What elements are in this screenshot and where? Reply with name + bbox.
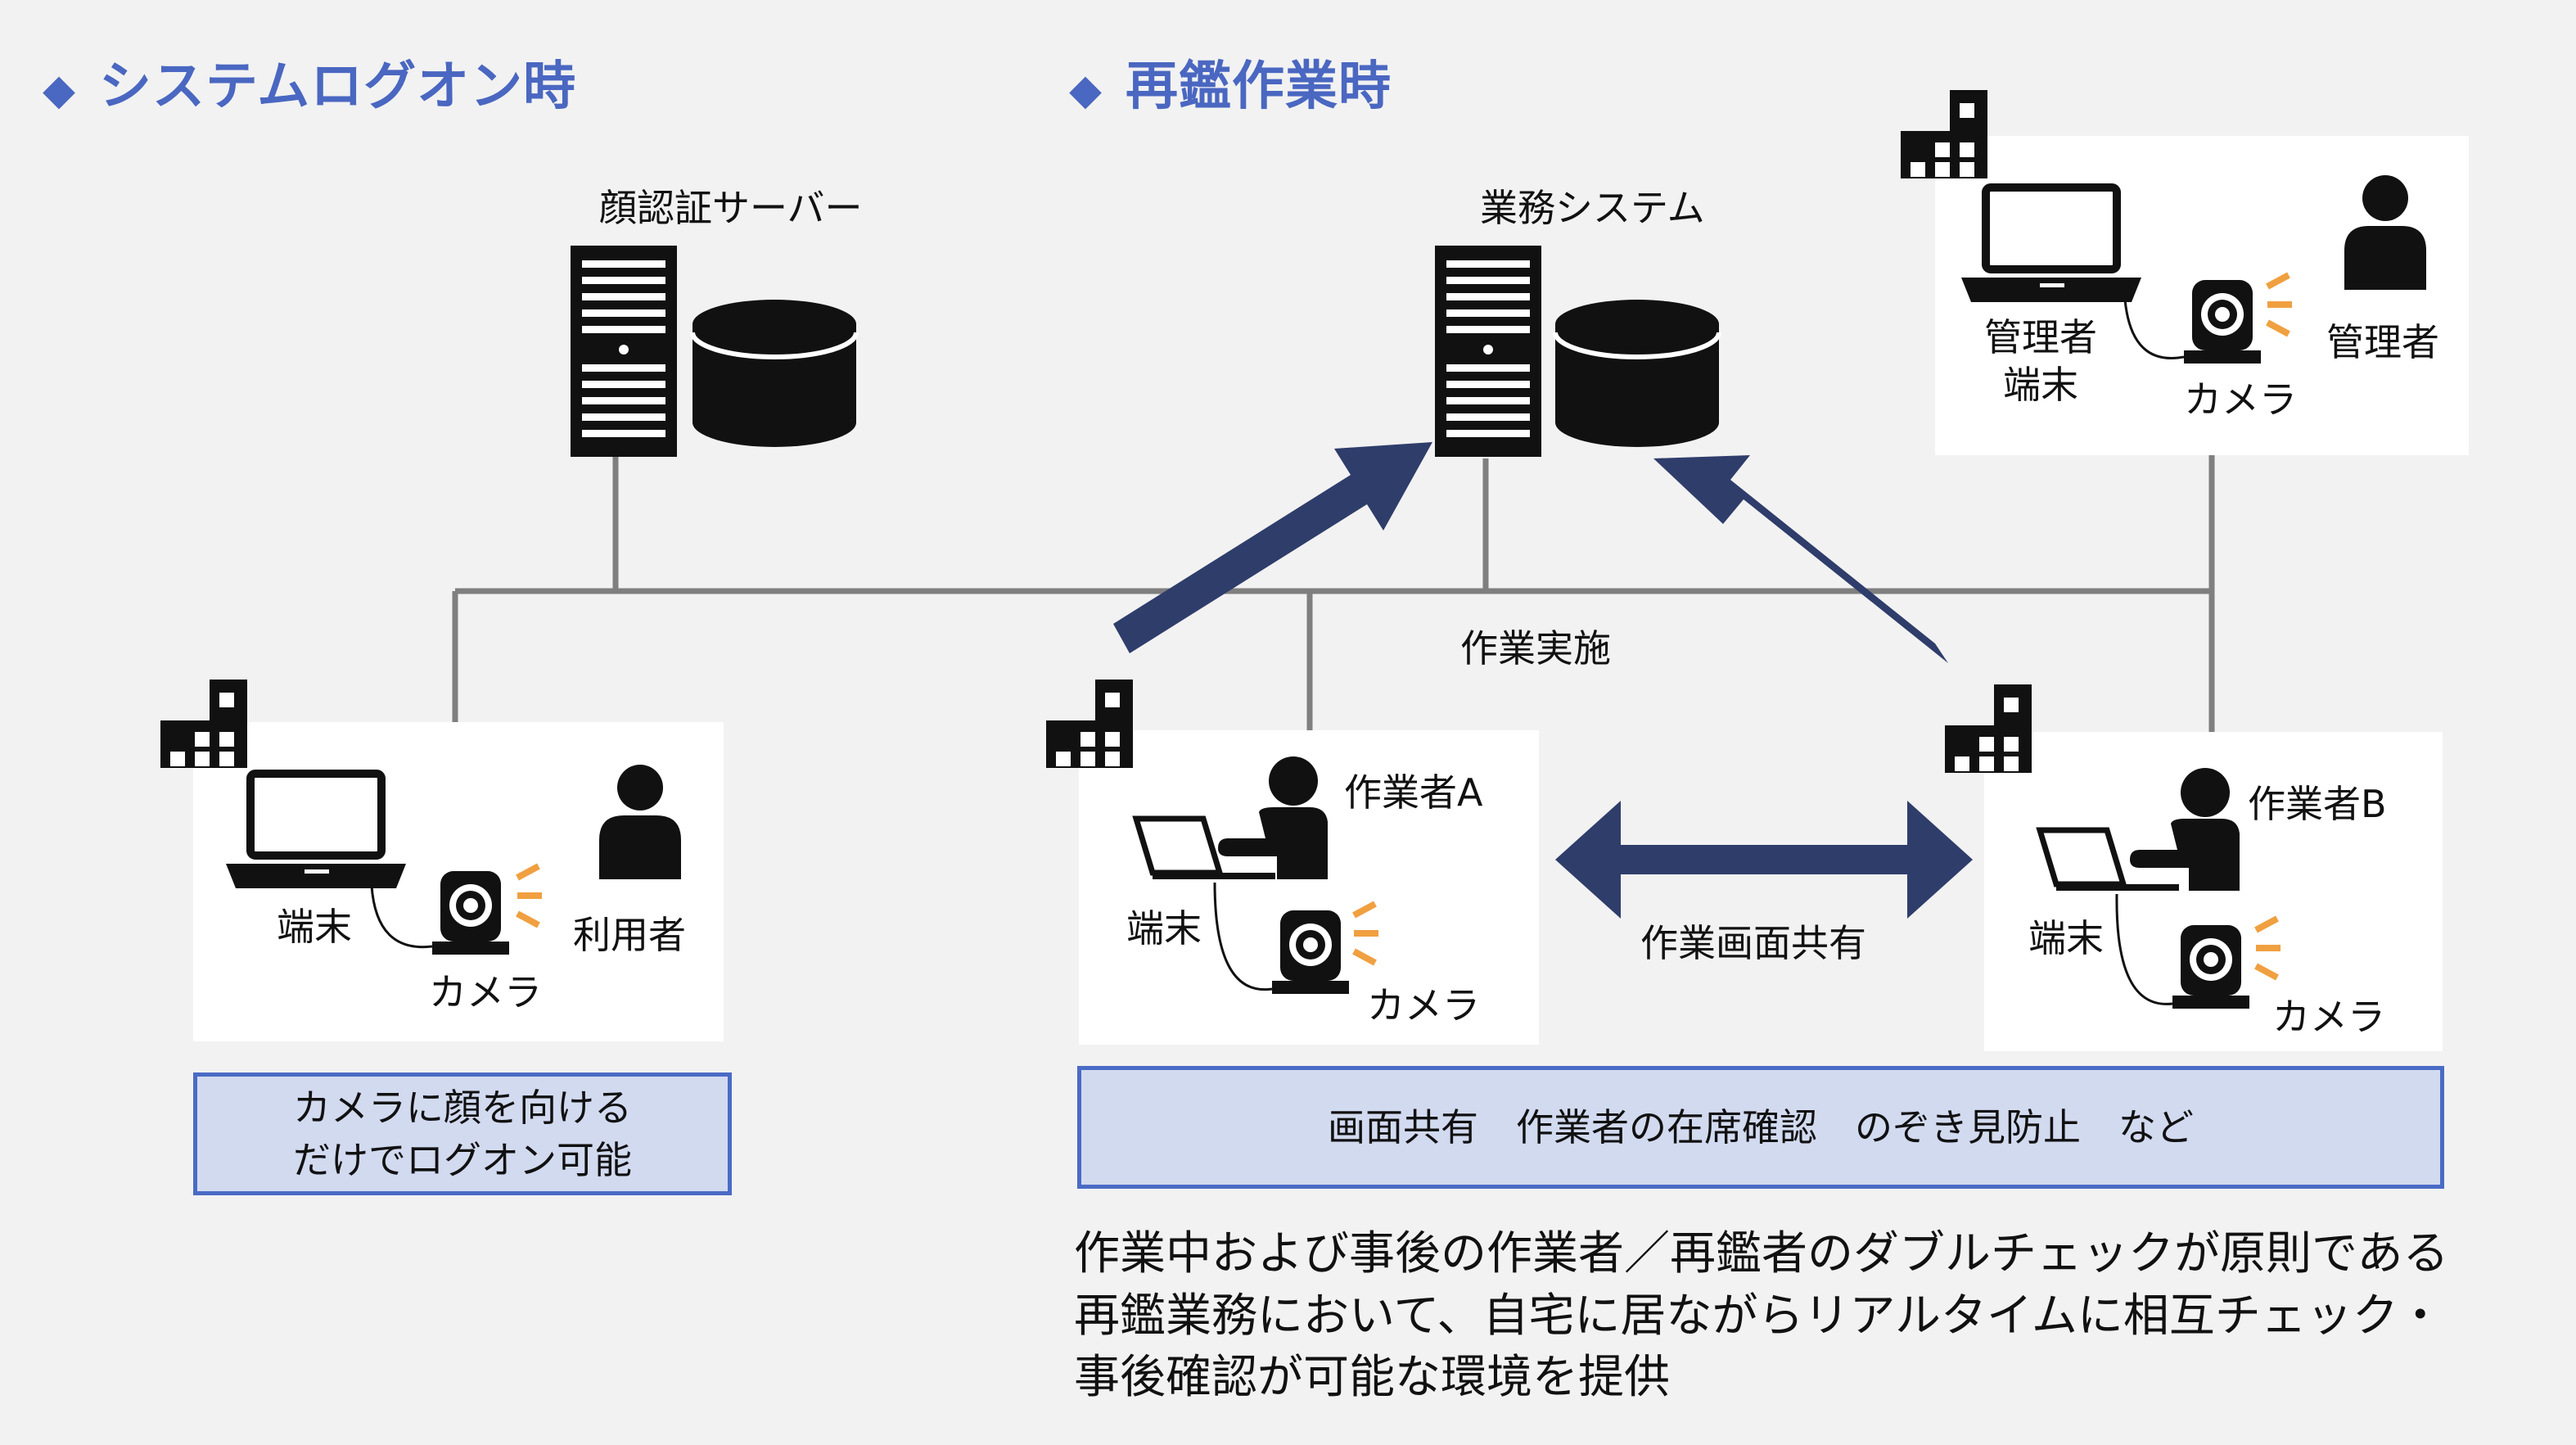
worker-b-label: 作業者B [2248, 782, 2387, 826]
face-auth-server-label: 顔認証サーバー [599, 186, 863, 230]
business-database-icon [1555, 300, 1719, 447]
logon-note-line1: カメラに顔を向ける [293, 1085, 632, 1130]
camera-icon [2184, 280, 2261, 364]
description-line3: 事後確認が可能な環境を提供 [1074, 1351, 1670, 1405]
description: 作業中および事後の作業者／再鑑者のダブルチェックが原則である 再鑑業務において、… [1074, 1223, 2448, 1409]
recheck-note: 画面共有 作業者の在席確認 のぞき見防止 など [1077, 1066, 2444, 1189]
description-line1: 作業中および事後の作業者／再鑑者のダブルチェックが原則である [1074, 1227, 2449, 1280]
person-icon [2344, 175, 2426, 290]
worker-icon [1218, 756, 1328, 879]
user-label: 利用者 [573, 913, 686, 957]
admin-terminal-line2: 端末 [2003, 362, 2078, 407]
heading-recheck-text: 再鑑作業時 [1126, 56, 1392, 117]
building-icon [1046, 680, 1133, 768]
diamond-icon: ◆ [1069, 65, 1103, 115]
work-execution-arrows [1113, 442, 1948, 663]
description-line2: 再鑑業務において、自宅に居ながらリアルタイムに相互チェック・ [1074, 1289, 2443, 1343]
face-auth-database-icon [692, 300, 856, 447]
business-server-icon [1435, 246, 1541, 457]
admin-terminal-line1: 管理者 [1984, 315, 2097, 359]
camera-label: カメラ [429, 970, 542, 1014]
building-icon [160, 680, 247, 768]
camera-cable [370, 885, 433, 949]
building-icon [1945, 684, 2032, 773]
person-icon [599, 765, 681, 879]
work-execution-label: 作業実施 [1460, 626, 1611, 671]
screen-share-label: 作業画面共有 [1640, 921, 1866, 965]
business-system-label: 業務システム [1480, 186, 1705, 230]
camera-signal-icon [1354, 904, 1378, 963]
camera-signal-icon [517, 866, 542, 925]
camera-signal-icon [2267, 275, 2292, 334]
camera-label: カメラ [1367, 983, 1480, 1027]
worker-icon [2130, 768, 2240, 891]
camera-cable [1213, 882, 1273, 991]
camera-label: カメラ [2184, 377, 2297, 422]
camera-icon [2172, 925, 2249, 1009]
camera-signal-icon [2256, 919, 2281, 978]
camera-cable [2123, 299, 2185, 359]
diamond-icon: ◆ [43, 65, 76, 115]
building-icon [1901, 90, 1987, 178]
heading-logon-text: システムログオン時 [99, 56, 577, 117]
camera-icon [1272, 910, 1349, 994]
heading-recheck: ◆ 再鑑作業時 [1069, 44, 1392, 120]
camera-cable [2115, 893, 2173, 1005]
logon-note-line2: だけでログオン可能 [293, 1138, 632, 1182]
heading-logon: ◆ システムログオン時 [43, 44, 576, 120]
logon-note: カメラに顔を向ける だけでログオン可能 [193, 1072, 732, 1195]
face-auth-server-icon [571, 246, 677, 457]
terminal-label: 端末 [1126, 906, 1202, 951]
camera-label: カメラ [2272, 995, 2385, 1039]
camera-icon [432, 871, 509, 955]
terminal-label: 端末 [277, 905, 352, 949]
admin-label: 管理者 [2326, 320, 2439, 364]
admin-terminal-label: 管理者 端末 [1984, 314, 2097, 409]
worker-a-label: 作業者A [1344, 770, 1483, 815]
screen-share-arrow-icon [1555, 801, 1973, 919]
network-lines [452, 455, 2215, 732]
laptop-icon [226, 774, 406, 888]
laptop-icon [1961, 187, 2141, 302]
terminal-label: 端末 [2028, 916, 2104, 960]
